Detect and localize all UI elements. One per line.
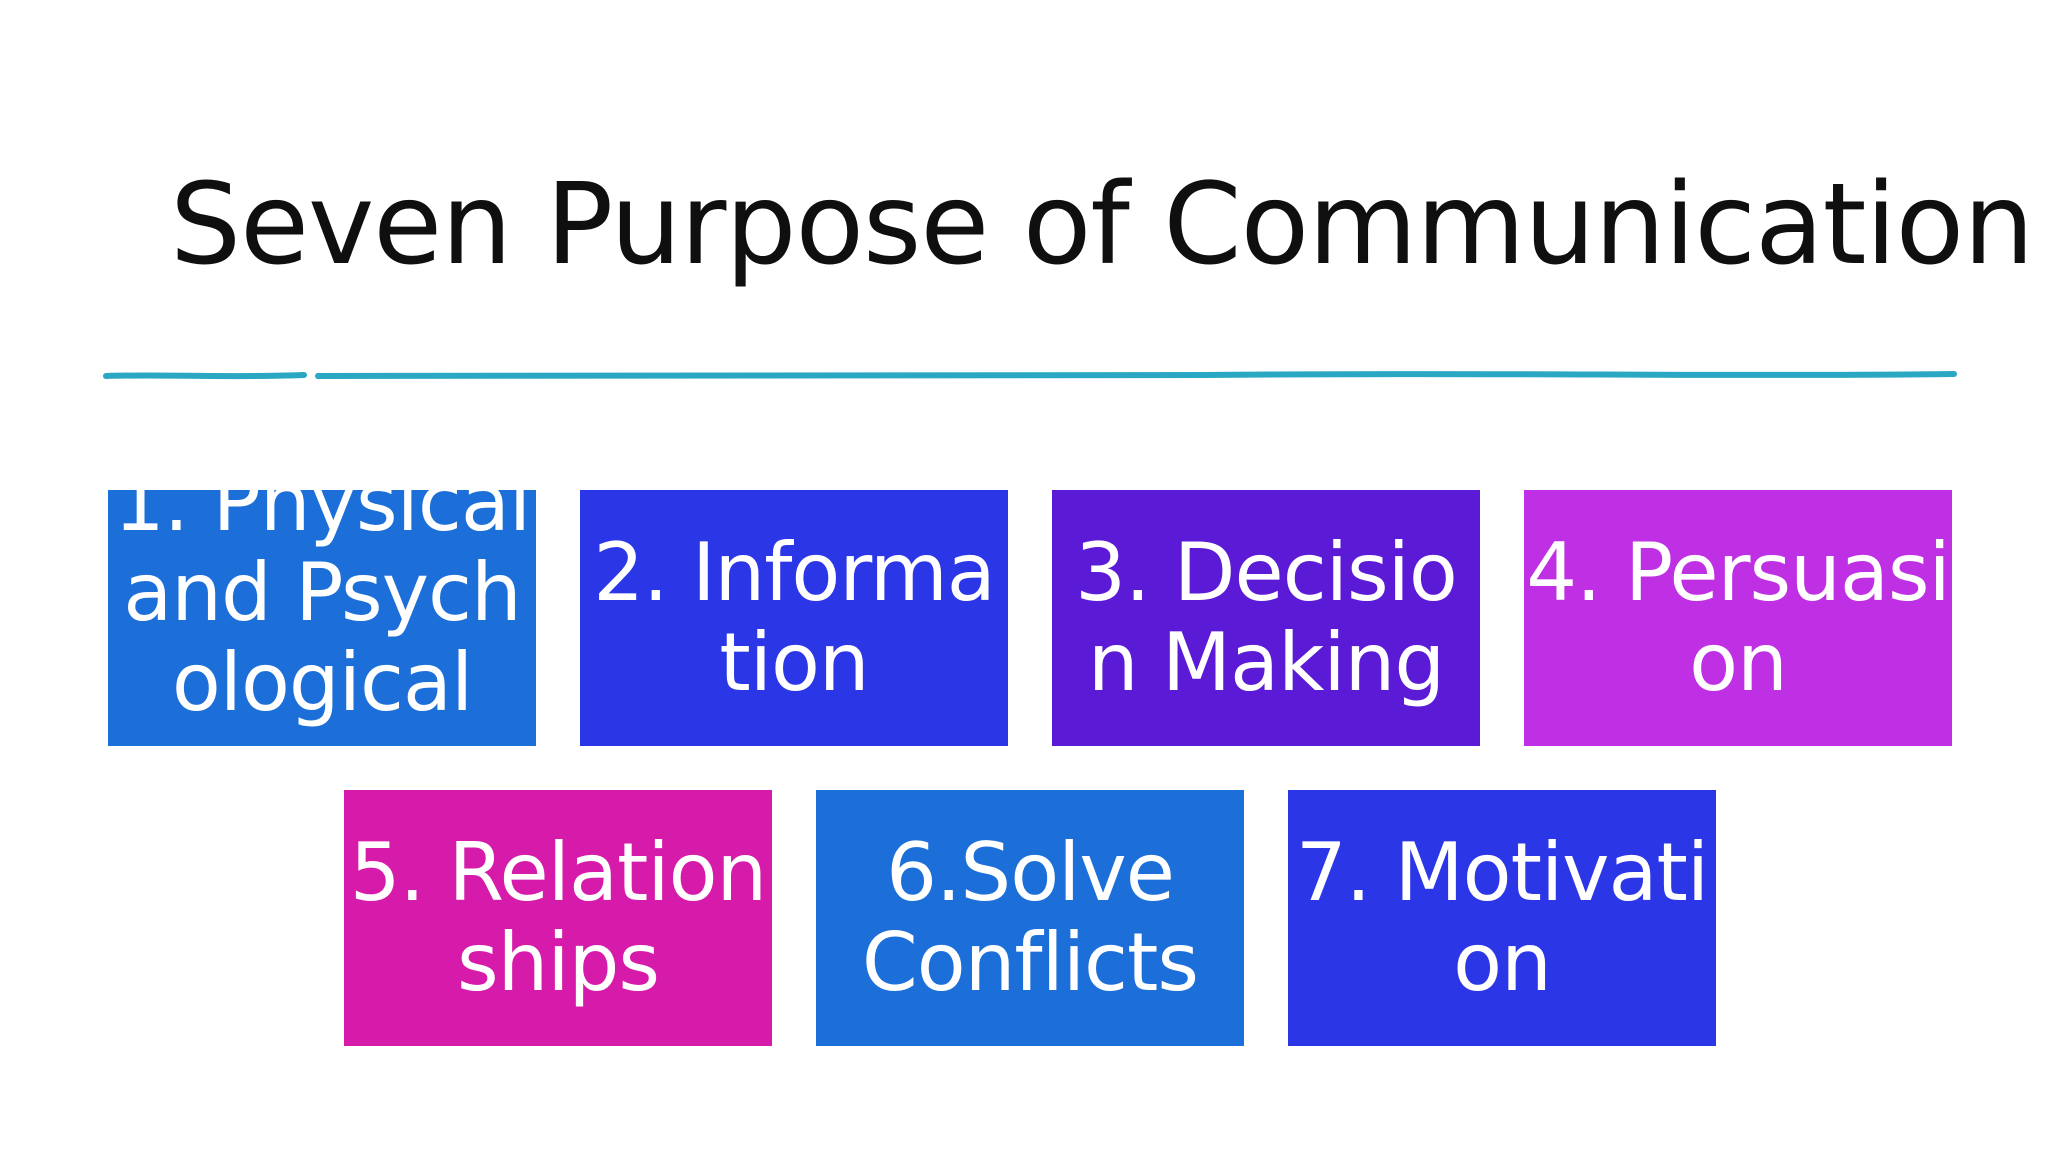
purpose-box-relationships: 5. Relationships [344, 790, 772, 1046]
purpose-box-label: 5. Relationships [349, 826, 767, 1009]
slide-title: Seven Purpose of Communication [170, 160, 2034, 290]
purpose-box-decision-making: 3. Decision Making [1052, 490, 1480, 746]
purpose-box-solve-conflicts: 6.Solve Conflicts [816, 790, 1244, 1046]
purpose-box-label: 7. Motivation [1295, 826, 1709, 1009]
purpose-box-label: 2. Information [593, 526, 996, 709]
purpose-box-physical-psychological: 1. Physical and Psychological [108, 490, 536, 746]
purpose-box-motivation: 7. Motivation [1288, 790, 1716, 1046]
purpose-box-information: 2. Information [580, 490, 1008, 746]
title-underline [103, 371, 1957, 380]
purpose-box-label: 1. Physical and Psychological [113, 490, 531, 729]
purpose-box-label: 4. Persuasion [1526, 526, 1951, 709]
purpose-box-label: 3. Decision Making [1075, 526, 1458, 709]
purpose-box-persuasion: 4. Persuasion [1524, 490, 1952, 746]
purpose-box-label: 6.Solve Conflicts [861, 826, 1199, 1009]
